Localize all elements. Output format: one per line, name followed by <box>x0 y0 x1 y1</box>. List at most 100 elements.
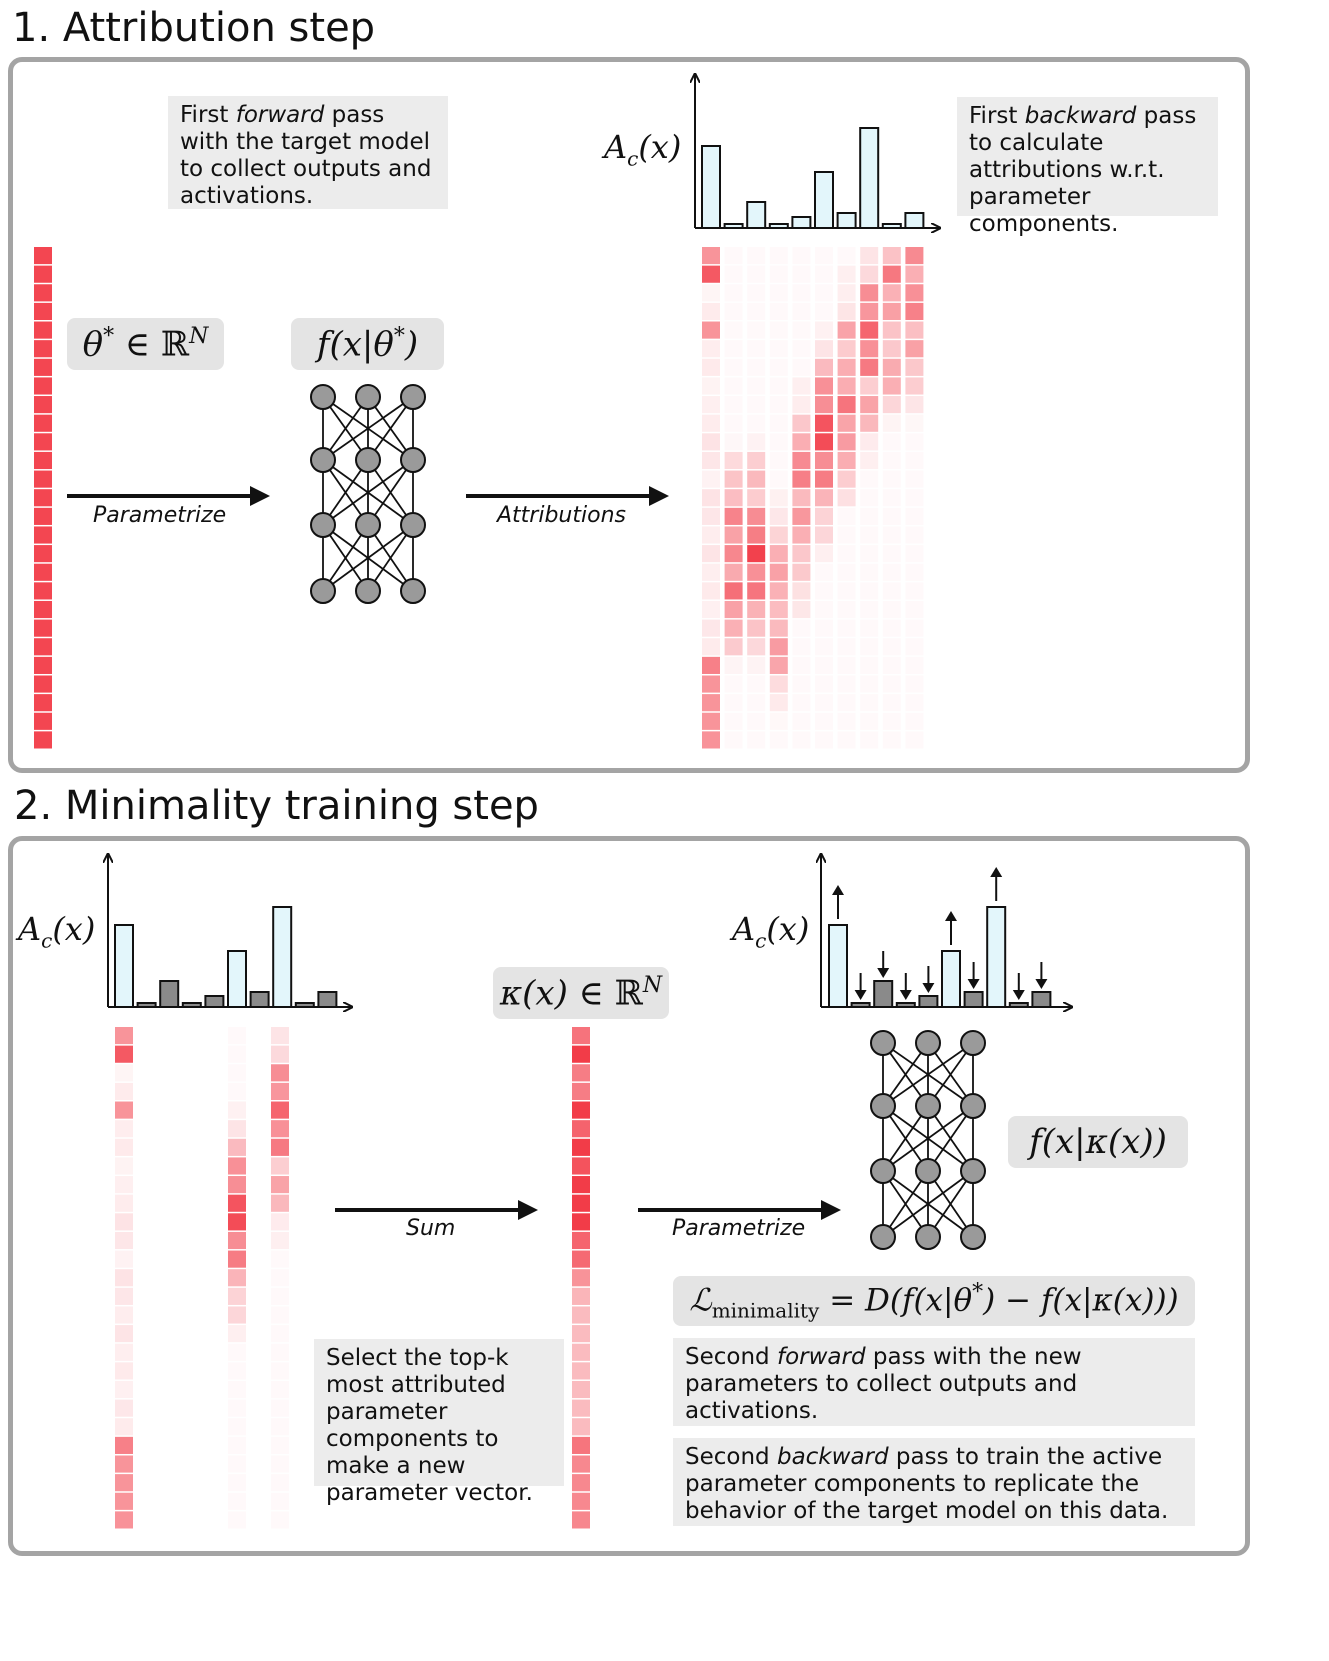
trained-attribution-chart-decrease-arrow-head <box>854 990 867 1000</box>
attribution-cell <box>769 247 788 265</box>
kappa-cell <box>572 1120 590 1138</box>
target-network-edge <box>322 524 369 592</box>
selected-column-cell <box>228 1399 246 1417</box>
attribution-cell <box>702 656 720 674</box>
attribution-cell <box>837 545 856 563</box>
attribution-cell <box>860 600 879 619</box>
attribution-cell <box>882 340 901 358</box>
attribution-cell <box>702 694 720 712</box>
selected-column-cell <box>271 1287 289 1305</box>
target-network-node <box>400 384 426 410</box>
attribution-cell <box>792 284 811 302</box>
new-network-node <box>870 1093 896 1119</box>
attribution-cell <box>769 340 788 358</box>
attribution-cell <box>882 396 901 414</box>
attribution-cell <box>905 582 924 600</box>
attribution-chart-bar <box>881 223 902 229</box>
parameter-cell <box>34 358 52 376</box>
attribution-cell <box>724 340 743 358</box>
attribution-cell <box>860 638 879 656</box>
attribution-cell <box>860 694 879 712</box>
attribution-cell <box>837 433 856 451</box>
attribution-cell <box>837 675 856 693</box>
attribution-cell <box>882 507 901 525</box>
attribution-cell <box>747 600 766 619</box>
attribution-cell <box>815 433 833 451</box>
parameter-cell <box>34 619 52 637</box>
new-network-node <box>870 1030 896 1056</box>
trained-attribution-chart-bar <box>1008 1002 1029 1008</box>
attribution-cell <box>724 638 743 656</box>
attribution-cell <box>837 619 856 637</box>
attribution-cell <box>792 638 811 656</box>
attribution-cell <box>860 433 879 451</box>
attribution-cell <box>905 321 924 339</box>
attribution-cell <box>792 526 811 544</box>
kappa-cell <box>572 1474 590 1492</box>
attribution-cell <box>860 302 879 321</box>
attribution-cell <box>882 414 901 432</box>
attribution-cell <box>905 470 924 488</box>
attribution-cell <box>769 489 788 507</box>
selected-column-cell <box>228 1511 246 1529</box>
selected-column-cell <box>271 1306 289 1324</box>
attribution-cell <box>792 582 811 600</box>
selected-column-cell <box>228 1492 246 1510</box>
attribution-cell <box>815 451 833 470</box>
selected-column-cell <box>271 1455 289 1473</box>
target-network-edge <box>367 459 414 526</box>
selected-column-cell <box>228 1362 246 1380</box>
attribution-cell <box>769 694 788 712</box>
attribution-cell <box>747 284 766 302</box>
trained-attribution-chart-bar <box>873 980 894 1008</box>
selected-column-cell <box>228 1176 246 1194</box>
attribution-cell <box>815 489 833 507</box>
attribution-cell <box>702 712 720 730</box>
selected-column-cell <box>228 1436 246 1454</box>
trained-attribution-chart-bar <box>918 995 939 1008</box>
new-network-edge <box>882 1105 974 1172</box>
selected-column-cell <box>115 1101 133 1119</box>
attribution-chart-bar <box>836 212 857 229</box>
attribution-cell <box>860 414 879 432</box>
kappa-cell <box>572 1213 590 1231</box>
attribution-chart-bar <box>701 145 721 229</box>
attribution-cell <box>815 712 833 730</box>
selected-column-cell <box>228 1213 246 1231</box>
note-select-topk: Select the top-k most attributed paramet… <box>314 1339 564 1506</box>
attribution-cell <box>882 638 901 656</box>
attribution-cell <box>837 284 856 302</box>
section1-title: 1. Attribution step <box>12 5 376 51</box>
arrow-sum-head <box>518 1200 538 1220</box>
attribution-cell <box>792 563 811 581</box>
attribution-cell <box>747 563 766 581</box>
attribution-cell <box>702 582 720 600</box>
kappa-cell <box>572 1176 590 1194</box>
target-network-edge <box>367 524 414 592</box>
trained-attribution-chart-decrease-arrow-head <box>922 983 935 993</box>
selected-column-cell <box>115 1287 133 1305</box>
target-network-edge <box>322 459 369 526</box>
attribution-cell <box>882 489 901 507</box>
attribution-cell <box>905 414 924 432</box>
attribution-cell <box>882 545 901 563</box>
attribution-cell <box>837 470 856 488</box>
attribution-cell <box>882 358 901 376</box>
attribution-cell <box>769 582 788 600</box>
attribution-cell <box>769 507 788 525</box>
new-network-edge <box>882 1042 974 1107</box>
trained-attribution-chart-bar <box>941 950 961 1008</box>
attribution-cell <box>747 340 766 358</box>
parameter-cell <box>34 545 52 563</box>
arrow-attributions-head <box>649 486 669 506</box>
attribution-cell <box>724 451 743 470</box>
attribution-cell <box>702 247 720 265</box>
attribution-cell <box>837 247 856 265</box>
trained-attribution-chart-increase-arrow-head <box>832 885 844 895</box>
parameter-cell <box>34 600 52 619</box>
attribution-cell <box>882 731 901 749</box>
attribution-cell <box>837 489 856 507</box>
target-network-edge <box>322 524 414 592</box>
target-network-edge <box>322 396 414 461</box>
